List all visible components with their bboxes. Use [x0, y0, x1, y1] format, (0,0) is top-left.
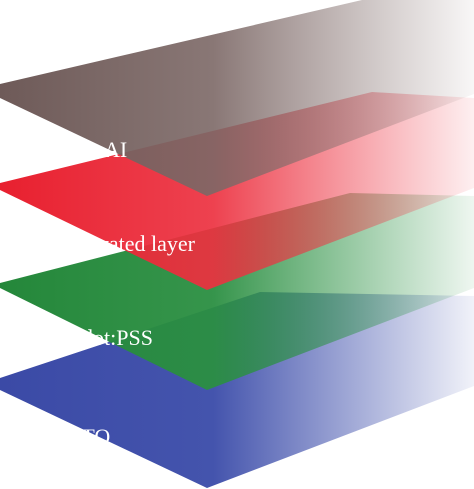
layer-activated-slab: [0, 92, 474, 290]
layer-al-slab: [0, 0, 474, 196]
layer-pedot-label: Pedot:PSS: [60, 325, 153, 350]
layer-activated: Activated layer: [0, 92, 474, 290]
layer-al: AI: [0, 0, 474, 196]
layer-al-label: AI: [104, 137, 127, 162]
layer-pedot-slab: [0, 193, 474, 390]
layer-pedot: Pedot:PSS: [0, 193, 474, 390]
layer-ito-label: ITO: [74, 424, 110, 449]
layer-activated-label: Activated layer: [60, 231, 196, 256]
